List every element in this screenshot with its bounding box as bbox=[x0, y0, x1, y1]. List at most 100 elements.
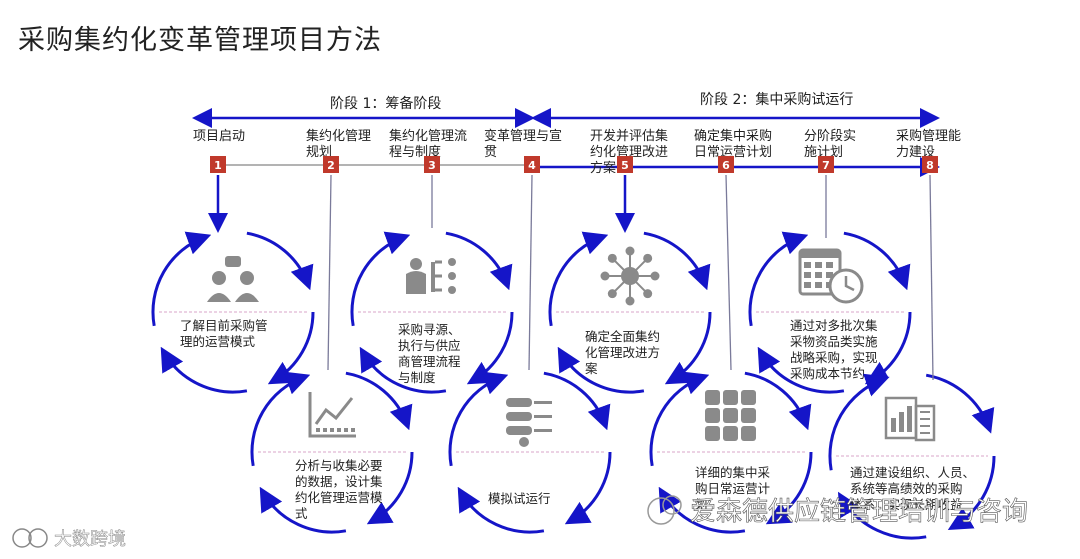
circle-arc bbox=[457, 486, 545, 534]
circle-arc bbox=[466, 311, 514, 385]
svg-text:7: 7 bbox=[822, 159, 830, 172]
circle-arc bbox=[345, 371, 413, 431]
circle-arc bbox=[350, 231, 411, 327]
step-1: 项目启动 1 bbox=[193, 129, 245, 173]
step-label: 集约化管理流程与制度 bbox=[389, 128, 467, 160]
svg-text:5: 5 bbox=[621, 159, 629, 172]
circle-arc bbox=[765, 451, 813, 525]
circle-description: 分析与收集必要的数据，设计集约化管理运营模式 bbox=[295, 458, 383, 521]
circle-arc bbox=[267, 311, 315, 385]
circle-arc bbox=[445, 231, 513, 291]
process-circle-4: 模拟试运行 bbox=[448, 371, 612, 534]
process-person-icon bbox=[406, 258, 456, 294]
page-title: 采购集约化变革管理项目方法 bbox=[18, 25, 382, 56]
step-number-badge: 2 bbox=[323, 156, 339, 173]
circle-arc bbox=[744, 371, 812, 431]
step-label: 确定集中采购日常运营计划 bbox=[694, 128, 772, 160]
meeting-people-icon bbox=[207, 256, 259, 302]
circle-arc bbox=[151, 231, 212, 327]
svg-text:3: 3 bbox=[428, 159, 436, 172]
circle-arc bbox=[246, 231, 314, 291]
phase-1-label: 阶段 1：筹备阶段 bbox=[330, 95, 441, 112]
circle-arc bbox=[947, 455, 996, 531]
process-circle-1: 了解目前采购管理的运营模式 bbox=[151, 231, 315, 394]
step-label: 分阶段实施计划 bbox=[804, 129, 856, 160]
circle-description: 采购寻源、执行与供应商管理流程与制度 bbox=[398, 322, 461, 385]
svg-text:4: 4 bbox=[528, 159, 536, 172]
circle-arc bbox=[359, 346, 447, 394]
circle-arc bbox=[828, 373, 890, 471]
step-label: 开发并评估集约化管理改进方案 bbox=[590, 128, 668, 176]
circle-description: 详细的集中采购日常运营计划 bbox=[695, 465, 771, 512]
circle-arc bbox=[843, 231, 911, 291]
step-label: 变革管理与宣贯 bbox=[484, 128, 562, 160]
calendar-clock-icon bbox=[798, 248, 864, 304]
circle-description: 通过建设组织、人员、系统等高绩效的采购体系，实现长期收益 bbox=[850, 465, 975, 512]
circle-arc bbox=[757, 346, 845, 394]
circle-arc bbox=[366, 451, 414, 525]
sliders-icon bbox=[506, 398, 552, 447]
process-circle-8: 通过建设组织、人员、系统等高绩效的采购体系，实现长期收益 bbox=[828, 373, 996, 540]
watermark-right: 爱森德供应链管理培训与咨询 bbox=[647, 495, 1028, 527]
network-hub-icon bbox=[600, 246, 660, 306]
document-chart-icon bbox=[884, 396, 936, 442]
watermark-right-text: 爱森德供应链管理培训与咨询 bbox=[690, 497, 1028, 527]
circle-arc bbox=[250, 371, 311, 467]
circle-arc bbox=[259, 486, 347, 534]
process-circle-7: 通过对多批次集采物资品类实施战略采购，实现采购成本节约 bbox=[748, 231, 912, 394]
svg-text:2: 2 bbox=[327, 159, 335, 172]
circle-arc bbox=[564, 451, 612, 525]
step-number-badge: 3 bbox=[424, 156, 440, 173]
circle-arc bbox=[649, 371, 710, 467]
circle-arc bbox=[448, 371, 509, 467]
svg-text:8: 8 bbox=[926, 159, 934, 172]
circle-arc bbox=[557, 346, 645, 394]
process-circle-2: 分析与收集必要的数据，设计集约化管理运营模式 bbox=[250, 371, 414, 534]
svg-text:1: 1 bbox=[214, 159, 222, 172]
phase-2-label: 阶段 2：集中采购试运行 bbox=[700, 91, 853, 108]
badge-connectors bbox=[208, 174, 934, 381]
step-number-badge: 5 bbox=[617, 156, 633, 173]
grid-blocks-icon bbox=[705, 390, 756, 441]
process-circle-3: 采购寻源、执行与供应商管理流程与制度 bbox=[350, 231, 514, 394]
circle-description: 通过对多批次集采物资品类实施战略采购，实现采购成本节约 bbox=[790, 318, 878, 381]
circle-description: 模拟试运行 bbox=[488, 491, 551, 506]
phase-1-span: 阶段 1：筹备阶段 bbox=[192, 95, 535, 128]
line-chart-icon bbox=[308, 392, 356, 438]
circle-arc bbox=[748, 231, 809, 327]
circle-description: 了解目前采购管理的运营模式 bbox=[180, 318, 268, 349]
step-label: 项目启动 bbox=[193, 129, 245, 144]
circle-arc bbox=[664, 311, 712, 385]
process-circle-5: 确定全面集约化管理改进方案 bbox=[548, 231, 712, 394]
step-number-badge: 7 bbox=[818, 156, 834, 173]
circle-arc bbox=[548, 231, 609, 327]
circle-arc bbox=[658, 486, 746, 534]
svg-text:6: 6 bbox=[722, 159, 730, 172]
step-number-badge: 4 bbox=[524, 156, 540, 173]
step-label: 采购管理能力建设 bbox=[896, 128, 961, 160]
circle-arc bbox=[543, 371, 611, 431]
circle-arc bbox=[160, 346, 248, 394]
step-number-badge: 6 bbox=[718, 156, 734, 173]
step-label: 集约化管理规划 bbox=[306, 128, 371, 160]
circle-arc bbox=[643, 231, 711, 291]
circle-arc bbox=[837, 491, 927, 540]
circle-description: 确定全面集约化管理改进方案 bbox=[585, 329, 660, 376]
step-number-badge: 8 bbox=[922, 156, 938, 173]
watermark-left-text: 大数跨境 bbox=[54, 529, 126, 550]
step-number-badge: 1 bbox=[210, 156, 226, 173]
watermark-left: 大数跨境 bbox=[12, 528, 126, 550]
process-circle-6: 详细的集中采购日常运营计划 bbox=[649, 371, 813, 534]
phase-2-span: 阶段 2：集中采购试运行 bbox=[531, 91, 940, 128]
circle-arc bbox=[925, 373, 995, 434]
